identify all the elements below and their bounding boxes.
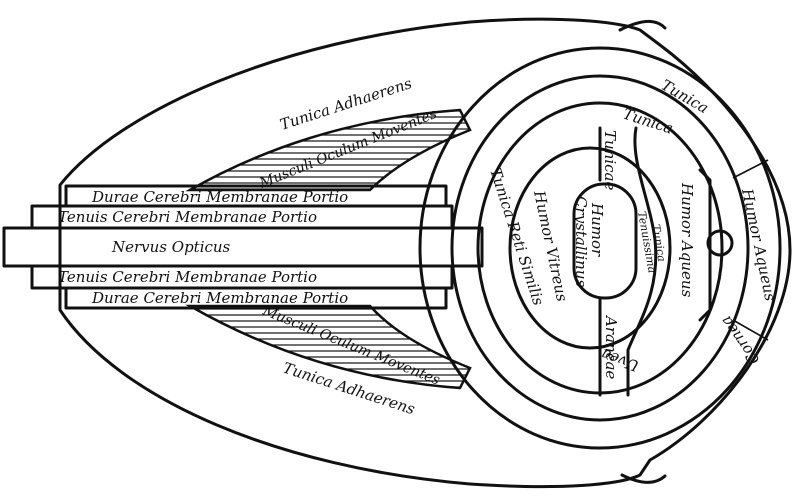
label-araneae: Araneae — [602, 314, 620, 379]
nervus-opticus-band — [2, 226, 484, 268]
label-nervus-opticus: Nervus Opticus — [111, 238, 231, 256]
cornea-divider-bottom — [732, 319, 769, 341]
araneae-line — [598, 126, 658, 397]
label-tunica-inner: Tunica — [621, 105, 676, 138]
pupil-circle — [706, 229, 734, 257]
label-durae-top: Durae Cerebri Membranae Portio — [91, 188, 348, 206]
label-tunica-tenuissima-1: Tunica — [649, 223, 668, 262]
cornea-divider-top — [732, 159, 769, 179]
label-tunicae: Tunicae — [601, 130, 619, 190]
eyeball-ring-4 — [508, 146, 672, 350]
label-durae-bottom: Durae Cerebri Membranae Portio — [91, 289, 348, 307]
bottom-hook — [620, 473, 667, 484]
eyeball-ring-2 — [450, 74, 750, 422]
label-humor-crystallinus-1: Humor — [588, 202, 606, 257]
label-humor-crystallinus-2: Crystallinus — [572, 196, 590, 288]
label-tenuis-top: Tenuis Cerebri Membranae Portio — [58, 208, 317, 226]
musculi-bottom-region — [185, 304, 472, 390]
eyeball-outer-circle — [418, 46, 782, 450]
aqueus-divider — [698, 168, 712, 322]
label-humor-aqueus-inner: Humor Aqueus — [678, 182, 696, 298]
tunica-adhaerens-outline — [58, 17, 792, 489]
musculi-top-region — [185, 108, 472, 192]
durae-bottom-band — [64, 286, 448, 310]
top-hook — [618, 20, 667, 32]
lens-outline — [572, 182, 638, 300]
label-tenuis-bottom: Tenuis Cerebri Membranae Portio — [58, 268, 317, 286]
